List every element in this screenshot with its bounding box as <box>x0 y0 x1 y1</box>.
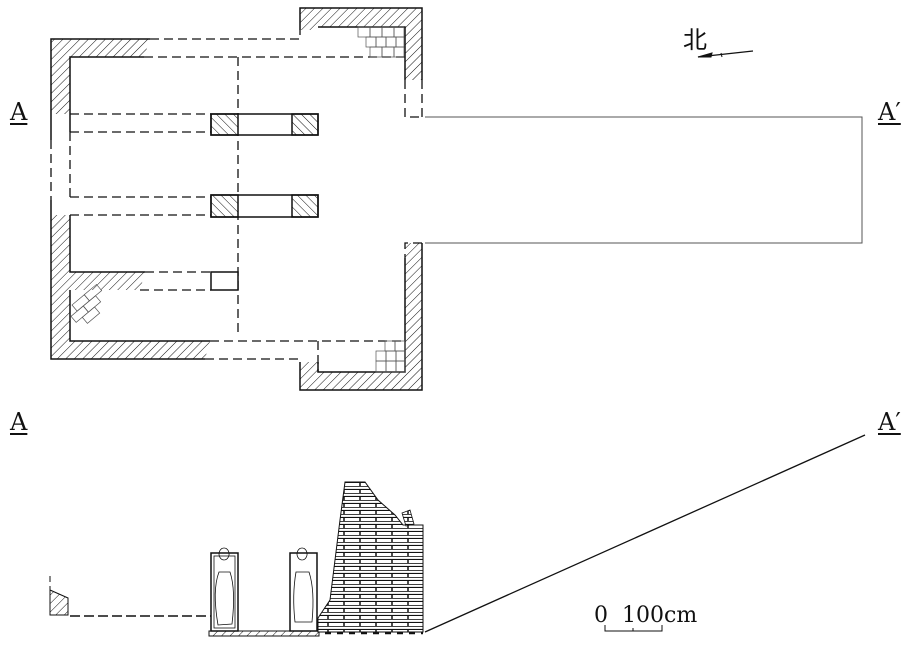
stone-slab-3 <box>210 271 239 291</box>
scale-label: 0 100cm <box>594 603 697 628</box>
plan-label-a-prime: A′ <box>878 98 901 126</box>
passage-outline <box>425 116 863 244</box>
stone-slab-2 <box>210 194 319 218</box>
scale-zero: 0 <box>594 603 608 628</box>
scale-value: 100cm <box>622 603 698 628</box>
section-label-a-prime: A′ <box>878 408 901 436</box>
door-panel-figure-left <box>210 547 239 632</box>
plan-label-a: A <box>10 98 28 126</box>
section-left-wall <box>49 576 69 616</box>
section-slope-line <box>424 434 866 633</box>
plan-view <box>50 7 863 391</box>
scale-bar <box>604 625 663 632</box>
north-arrow-icon <box>697 50 754 58</box>
brick-wall-section <box>317 481 424 633</box>
section-floor-slab <box>208 630 320 637</box>
door-panel-figure-right <box>289 547 318 632</box>
brick-cluster <box>70 26 406 373</box>
north-label: 北 <box>683 26 707 54</box>
plan-wall-hatched <box>50 7 423 391</box>
stone-slab-1 <box>210 113 319 136</box>
section-view <box>49 434 866 637</box>
brick-fragment <box>401 509 415 527</box>
section-label-a: A <box>10 408 28 436</box>
